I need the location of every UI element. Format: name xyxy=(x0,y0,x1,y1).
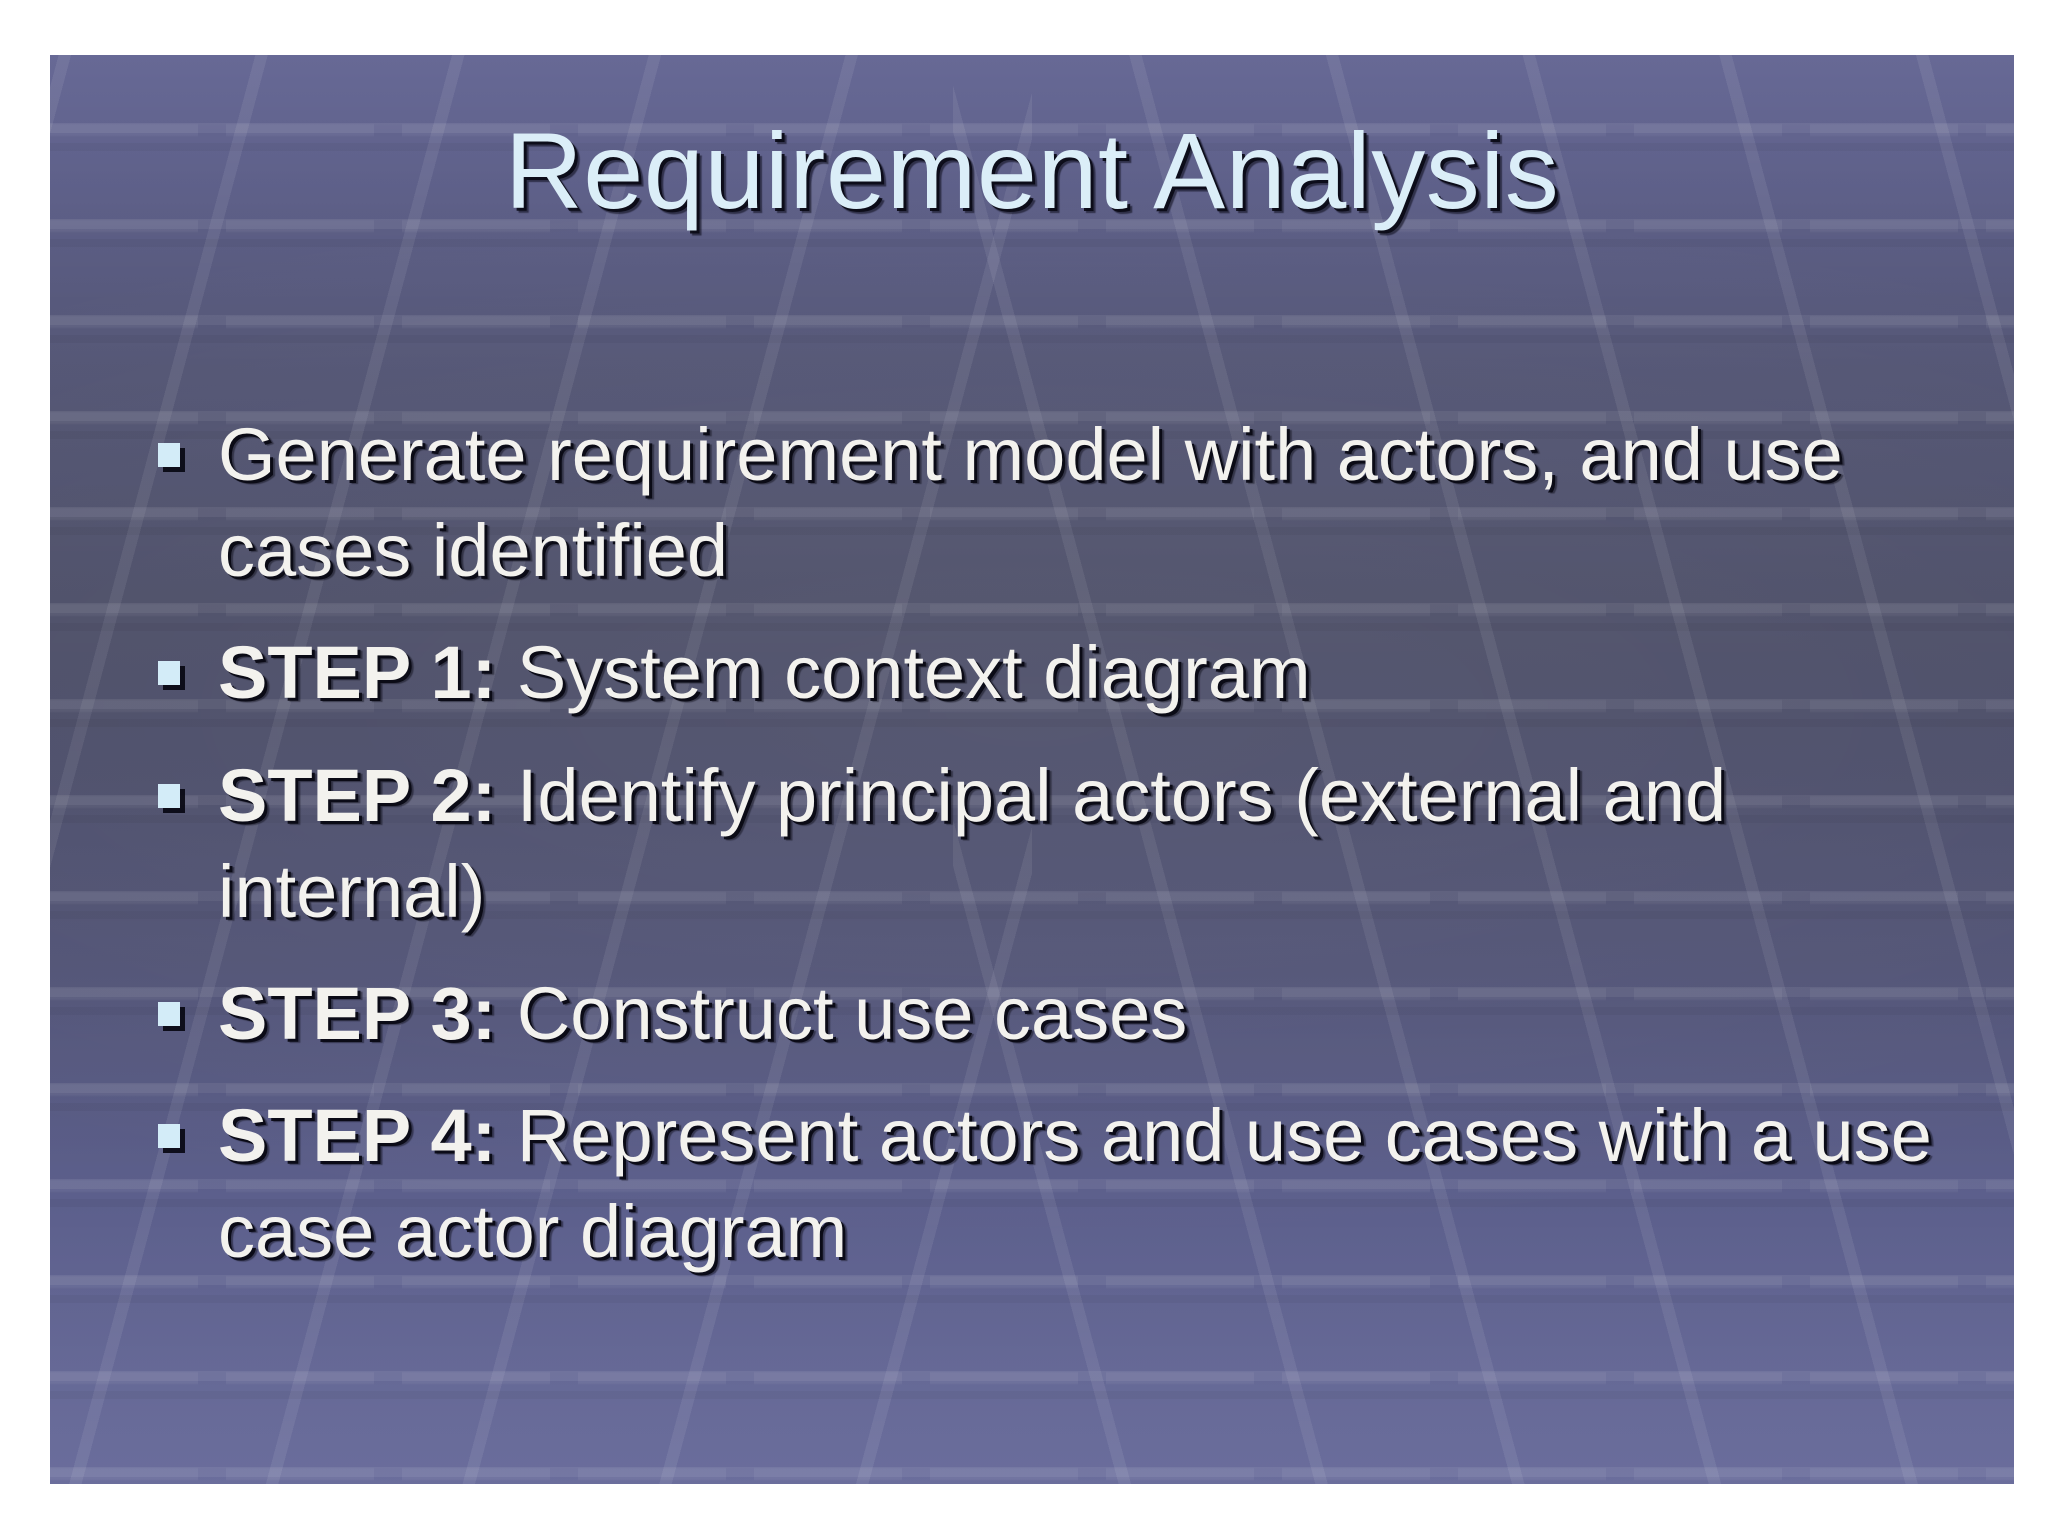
bullet-item-2: STEP 2: Identify principal actors (exter… xyxy=(110,748,2000,940)
slide-title: Requirement Analysis xyxy=(504,110,1560,231)
bullet-text-1: System context diagram xyxy=(496,631,1311,715)
square-bullet-icon xyxy=(158,443,180,467)
bullet-step-label-1: STEP 1: xyxy=(218,631,497,715)
square-bullet-icon xyxy=(158,661,180,686)
bullet-item-0: Generate requirement model with actors, … xyxy=(110,407,2000,599)
bullet-step-label-3: STEP 3: xyxy=(218,971,497,1055)
bullet-step-label-2: STEP 2: xyxy=(218,753,497,837)
bullet-item-3: STEP 3: Construct use cases xyxy=(110,966,2000,1062)
bullet-list: Generate requirement model with actors, … xyxy=(110,407,2000,1307)
square-bullet-icon xyxy=(158,1124,180,1149)
bullet-step-label-4: STEP 4: xyxy=(218,1094,497,1178)
slide-content: Requirement Analysis Generate requiremen… xyxy=(50,55,2014,1484)
presentation-slide: Requirement Analysis Generate requiremen… xyxy=(50,55,2014,1484)
bullet-text-2: Identify principal actors (external and … xyxy=(218,753,1727,933)
bullet-item-4: STEP 4: Represent actors and use cases w… xyxy=(110,1088,2000,1280)
square-bullet-icon xyxy=(158,783,180,808)
bullet-text-0: Generate requirement model with actors, … xyxy=(218,413,1843,593)
square-bullet-icon xyxy=(158,1001,180,1026)
bullet-item-1: STEP 1: System context diagram xyxy=(110,625,2000,721)
bullet-text-4: Represent actors and use cases with a us… xyxy=(218,1094,1932,1274)
bullet-text-3: Construct use cases xyxy=(496,971,1188,1055)
